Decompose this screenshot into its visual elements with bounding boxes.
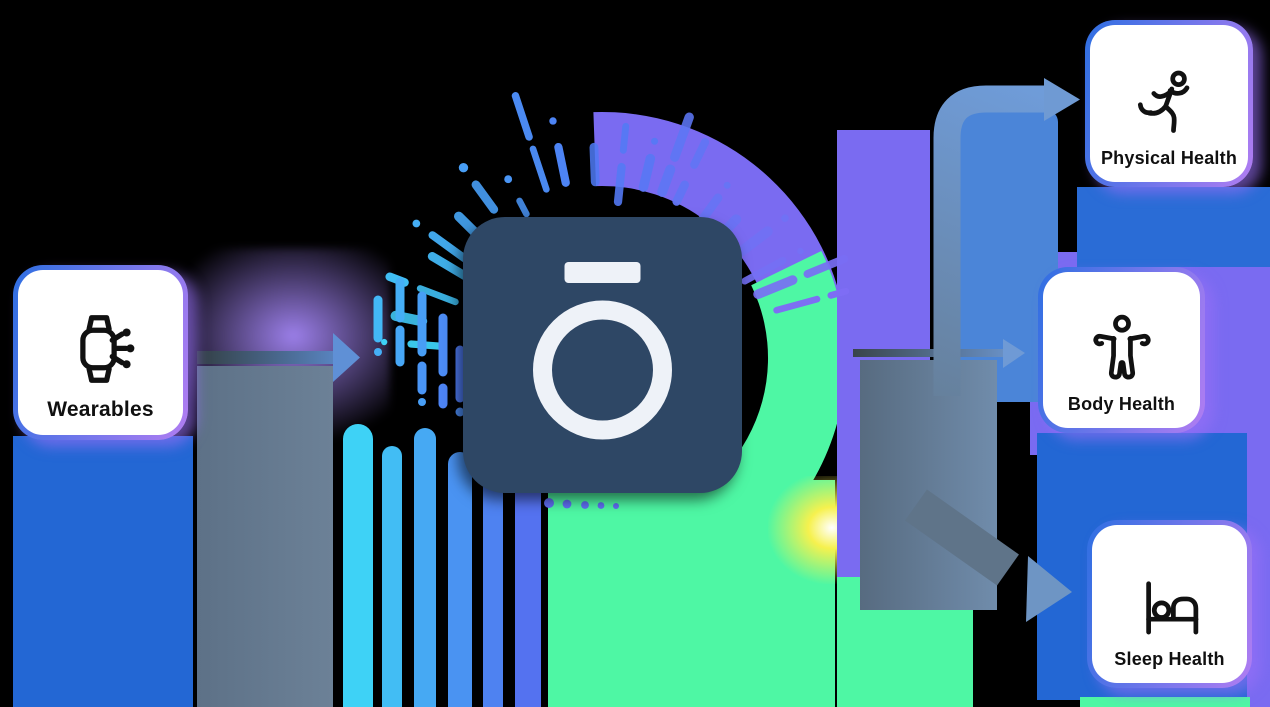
physical-health-label: Physical Health xyxy=(1100,148,1238,168)
circuit-tick xyxy=(672,180,689,206)
ring-logo-icon xyxy=(533,262,672,440)
deco-column-5 xyxy=(483,438,503,707)
circuit-dot xyxy=(781,214,789,222)
bg-green-strip-bottom-right xyxy=(1080,697,1250,707)
circuit-dot xyxy=(651,137,659,145)
circuit-tick xyxy=(390,310,428,327)
circuit-dot xyxy=(418,398,426,406)
circuit-tick xyxy=(657,164,676,197)
circuit-tick xyxy=(619,122,630,154)
circuit-tick xyxy=(690,138,710,169)
circuit-tick xyxy=(736,226,773,257)
deco-column-2 xyxy=(382,446,402,707)
smartwatch-data-icon xyxy=(79,315,134,383)
circuit-tick xyxy=(589,142,600,187)
circuit-tick xyxy=(670,112,694,162)
circuit-dot xyxy=(797,247,804,255)
circuit-tick xyxy=(385,272,409,287)
circuit-tick xyxy=(613,162,626,206)
body-health-card: Body Health xyxy=(1038,267,1205,433)
circuit-tick xyxy=(428,231,469,263)
hub-square xyxy=(463,217,742,493)
body-health-label: Body Health xyxy=(1067,394,1176,414)
bg-blue-column-left xyxy=(13,436,193,707)
circuit-tick xyxy=(516,197,530,218)
circuit-tick xyxy=(471,180,499,214)
sleep-health-label: Sleep Health xyxy=(1114,649,1225,669)
wearables-card-body: Wearables xyxy=(18,270,183,435)
deco-column-3 xyxy=(414,428,436,707)
sleep-bed-icon xyxy=(1145,581,1198,635)
circuit-tick xyxy=(416,285,459,306)
right-arrow-column xyxy=(860,360,997,610)
circuit-tick xyxy=(554,142,570,187)
deco-column-4 xyxy=(448,452,472,707)
deco-column-6 xyxy=(515,468,541,707)
sleep-health-card-body: Sleep Health xyxy=(1092,525,1247,683)
deco-column-1 xyxy=(343,424,373,707)
circuit-tick xyxy=(753,275,798,299)
left-arrow-column xyxy=(197,366,333,707)
body-health-card-body: Body Health xyxy=(1043,272,1200,428)
runner-icon xyxy=(1137,70,1190,133)
physical-health-card: Physical Health xyxy=(1085,20,1253,187)
wearables-card: Wearables xyxy=(13,265,188,440)
circuit-tick xyxy=(407,340,445,350)
physical-health-card-body: Physical Health xyxy=(1090,25,1248,182)
bg-yellow-glow xyxy=(768,476,850,584)
circuit-dot xyxy=(549,117,557,125)
circuit-tick xyxy=(511,92,533,141)
circuit-tick xyxy=(741,256,787,285)
circuit-tick xyxy=(529,145,550,193)
circuit-tick xyxy=(638,153,656,192)
circuit-dot xyxy=(412,219,421,228)
bg-purple-strip-right-edge xyxy=(1247,455,1270,707)
wearables-label: Wearables xyxy=(47,398,154,421)
circuit-dot xyxy=(723,181,731,189)
standing-person-icon xyxy=(1092,314,1151,380)
circuit-dot xyxy=(504,175,513,184)
circuit-tick xyxy=(773,295,821,314)
circuit-dot xyxy=(458,162,469,173)
sleep-health-card: Sleep Health xyxy=(1087,520,1252,688)
circuit-tick xyxy=(427,251,469,281)
bg-blue-block-top-right xyxy=(1077,187,1270,267)
